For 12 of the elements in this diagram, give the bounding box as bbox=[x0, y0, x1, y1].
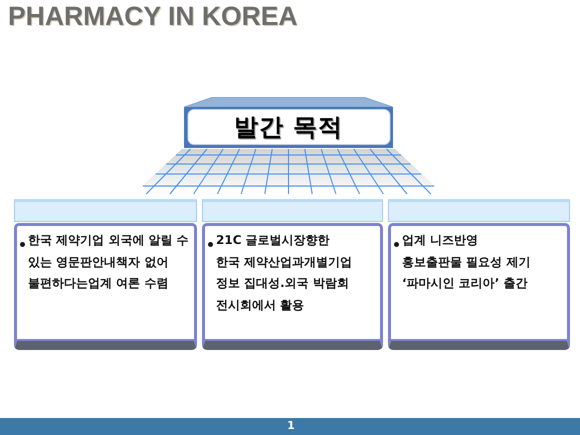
box-title: 발간 목적 bbox=[234, 112, 344, 142]
header-bar bbox=[388, 199, 570, 222]
card-text: 업계 니즈반영 홍보출판물 필요성 제기 ‘파마시인 코리아’ 출간 bbox=[402, 232, 530, 292]
page-title: PHARMACY IN KOREA bbox=[8, 1, 298, 31]
text-card bbox=[14, 223, 197, 350]
header-bar bbox=[14, 199, 197, 222]
header-bar bbox=[202, 199, 383, 222]
text-card bbox=[388, 223, 570, 350]
page-number: 1 bbox=[287, 419, 295, 433]
text-card bbox=[202, 223, 383, 350]
card-text: 한국 제약기업 외국에 알릴 수 있는 영문판안내책자 없어 불편하다는업계 여론 수렴 bbox=[28, 232, 189, 292]
card-text: 21C 글로벌시장향한 한국 제약산업과개별기업 정보 집대성.외국 박람회 전시회에서 활용 bbox=[216, 232, 352, 314]
